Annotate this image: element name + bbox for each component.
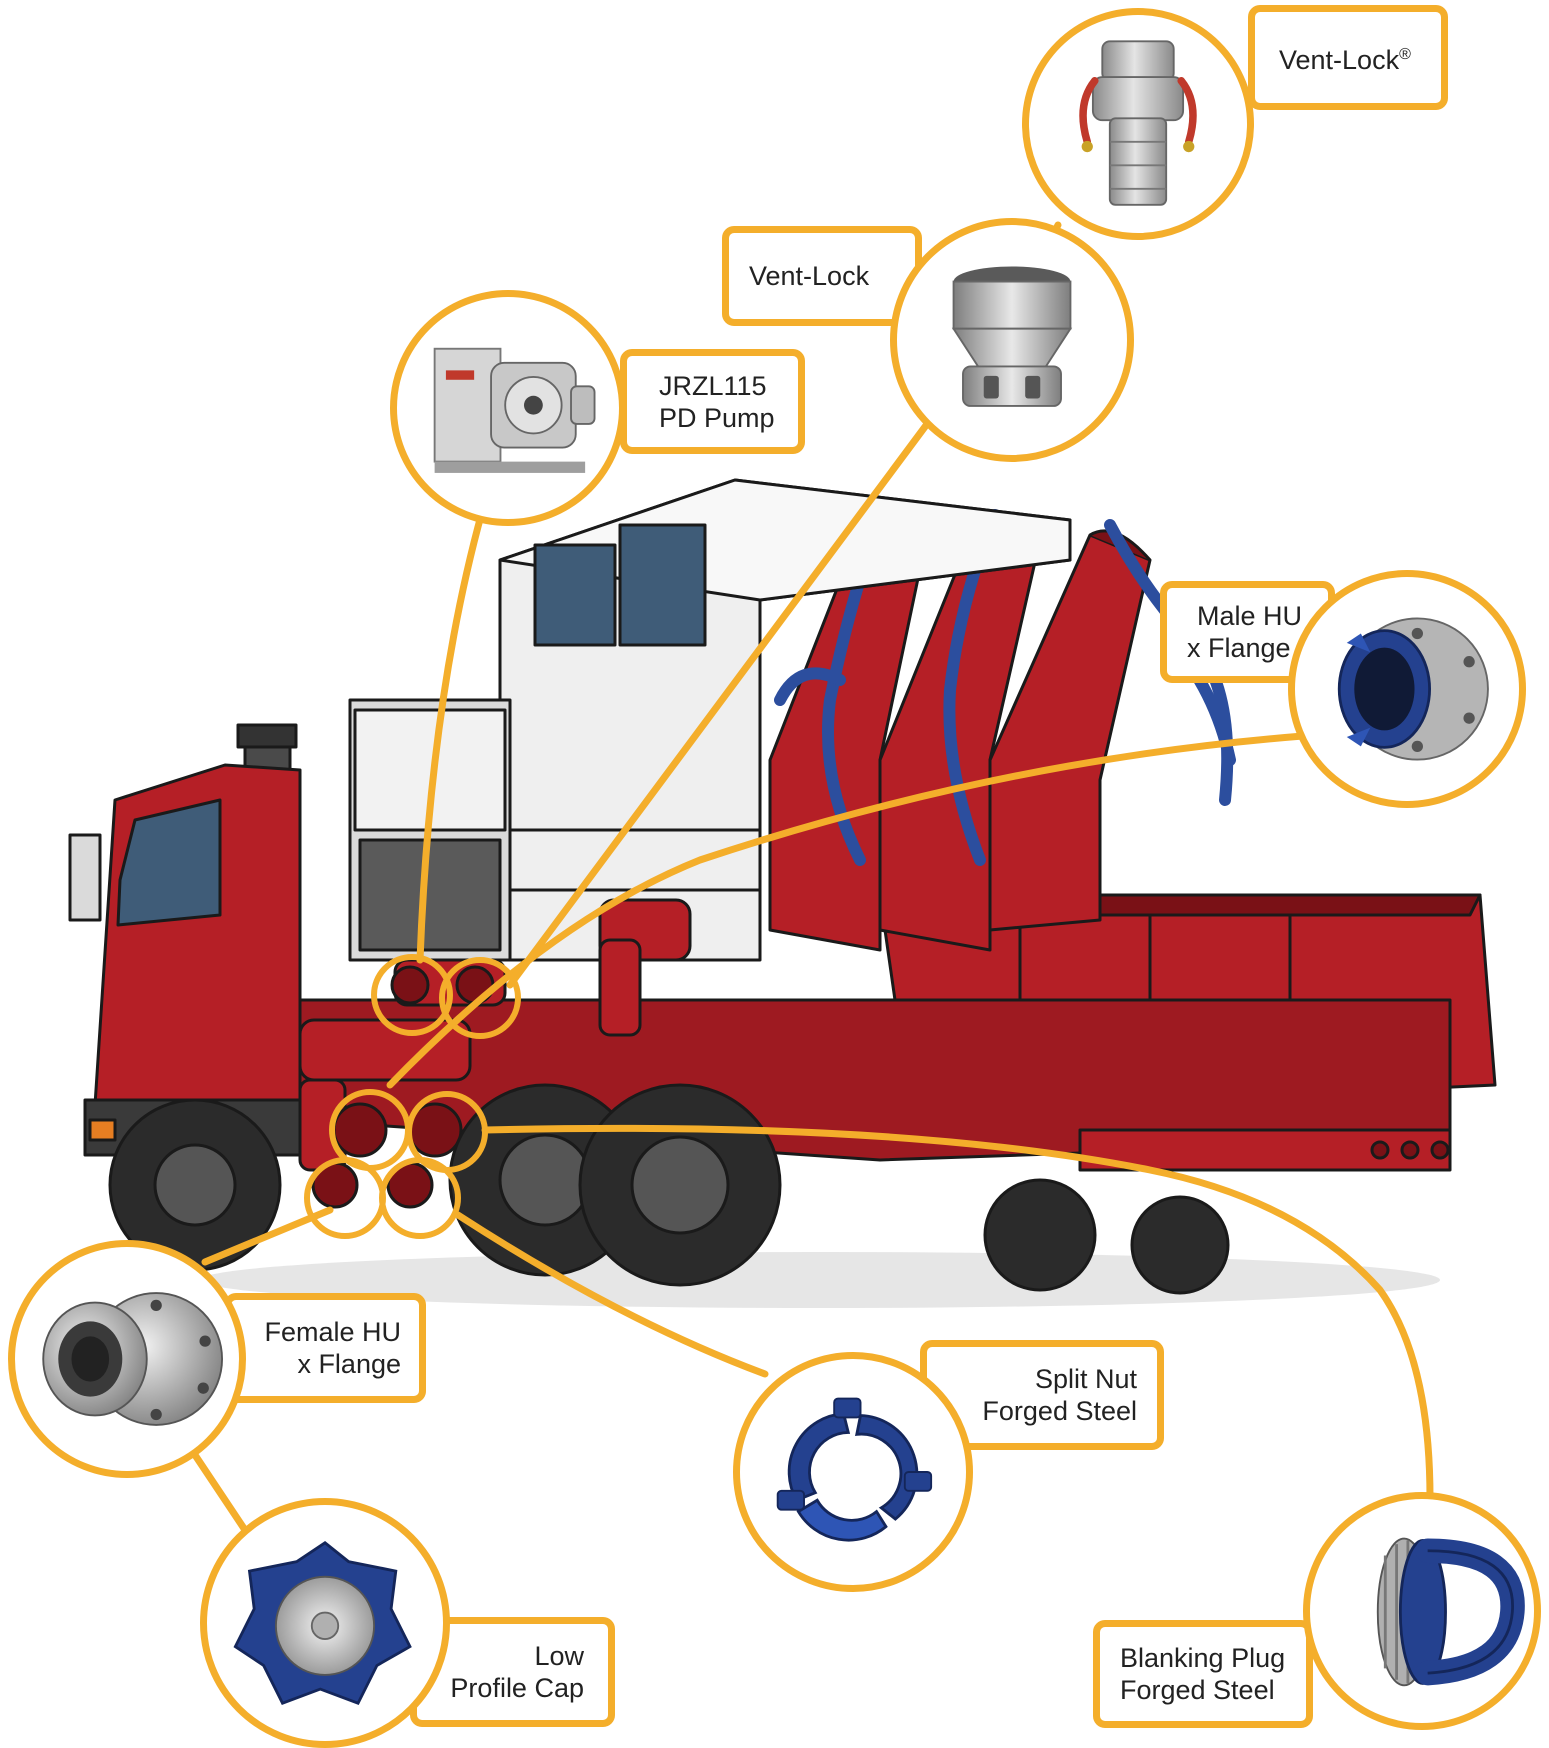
label-pd-pump-line-2: PD Pump [659,402,775,433]
side-mirror [68,833,102,922]
camlock-coupler-icon [1079,40,1197,206]
circle-low-profile-cap [200,1498,450,1748]
label-split-nut: Split Nut Forged Steel [920,1340,1164,1450]
rear-wheel-4 [1130,1195,1230,1295]
circle-pd-pump [390,290,626,526]
label-split-nut-line-2: Forged Steel [982,1396,1137,1426]
rear-wheel-3 [983,1178,1097,1292]
label-female-hu-flange-line-2: x Flange [297,1349,401,1379]
cabinet-window-right [618,523,707,647]
marker-vent-lock [439,957,521,1039]
blanking-plug-icon [1376,1537,1525,1687]
circle-vent-lock [890,218,1134,462]
marker-rings [304,954,521,1239]
connector-low-profile-cap [191,1451,249,1534]
pump-icon [433,347,596,473]
circle-blanking-plug [1303,1492,1541,1730]
connector-split-nut [454,1211,769,1378]
label-low-profile-cap: Low Profile Cap [410,1617,615,1727]
split-nut-icon [776,1397,933,1542]
label-low-profile-cap-line-2: Profile Cap [450,1673,584,1703]
cab-window [116,798,222,927]
label-low-profile-cap-line-1: Low [534,1641,584,1671]
marker-pd-pump [371,954,453,1036]
female-hammer-union-flange-icon [42,1292,223,1426]
label-male-hu-flange-line-1: Male HU [1197,601,1303,631]
label-male-hu-flange-line-2: x Flange [1187,633,1291,663]
label-vent-lock: Vent-Lock [722,226,922,326]
label-female-hu-flange: Female HU x Flange [224,1293,426,1403]
label-blanking-plug-line-2: Forged Steel [1120,1675,1275,1705]
marker-split-nut [379,1157,461,1239]
connector-male-hu-flange [386,732,1307,1089]
adapter-fitting-icon [951,266,1073,407]
circle-male-hu-flange [1288,570,1526,808]
label-split-nut-line-1: Split Nut [1034,1364,1137,1394]
label-pd-pump: JRZL115 PD Pump [620,349,805,454]
low-profile-cap-icon [233,1541,412,1706]
cabinet-window-left [533,543,617,647]
connector-blanking-plug [481,1124,1434,1502]
circle-female-hu-flange [8,1240,246,1478]
label-vent-lock-r-text: Vent-Lock [1279,45,1400,75]
circle-vent-lock-r [1022,8,1254,240]
connector-pd-pump [416,508,486,964]
pump-cylinders [768,518,1152,952]
pipe-connectors [311,965,495,1209]
label-vent-lock-text: Vent-Lock [749,261,870,291]
connector-vent-lock [506,416,934,989]
connector-lines [191,221,1434,1534]
male-hammer-union-flange-icon [1337,617,1489,761]
registered-mark: ® [1399,46,1411,63]
truck-illustration [68,478,1497,1295]
connector-female-hu-flange [201,1206,334,1266]
label-blanking-plug: Blanking Plug Forged Steel [1093,1620,1313,1728]
label-blanking-plug-line-1: Blanking Plug [1120,1643,1286,1673]
label-pd-pump-line-1: JRZL115 [659,370,767,401]
label-female-hu-flange-line-1: Female HU [264,1317,401,1347]
circle-split-nut [733,1352,973,1592]
wheels [108,1083,1230,1295]
label-vent-lock-r: Vent-Lock® [1248,5,1448,110]
